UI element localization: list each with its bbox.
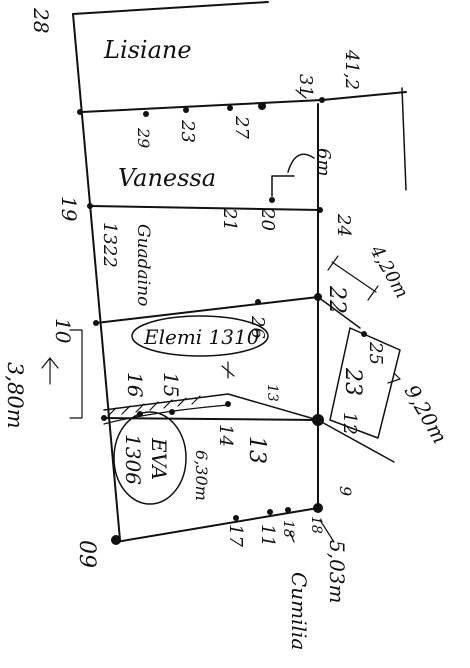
label-15: 15 xyxy=(159,372,183,397)
label-17: 17 xyxy=(225,524,246,547)
label-27: 27 xyxy=(231,115,252,139)
label-21: 21 xyxy=(219,207,240,231)
label-20: 20 xyxy=(257,207,278,231)
label-23-top: 23 xyxy=(177,119,198,143)
survey-points xyxy=(77,97,367,545)
label-12: 12 xyxy=(339,412,360,435)
label-23-mid: 23 xyxy=(340,367,365,396)
guadaino-label: Guadaino xyxy=(133,224,153,306)
boundary-lines xyxy=(41,1,407,543)
label-9: 9 xyxy=(336,486,355,496)
label-11: 11 xyxy=(257,524,278,547)
label-10: 10 xyxy=(51,318,75,344)
label-28: 28 xyxy=(29,7,53,33)
measure-5-03-label: 5,03m xyxy=(325,540,349,604)
elemi-label: Elemi 1310 xyxy=(143,325,260,349)
label-31: 31 xyxy=(295,74,316,97)
cumilia-label: Cumilia xyxy=(287,572,311,650)
measure-9-20-label: 9,20m xyxy=(400,381,453,448)
label-26: 26 xyxy=(247,315,268,339)
six-m-label: 6m xyxy=(313,148,334,177)
left-measure-label: 3,80m xyxy=(3,362,27,429)
label-25: 25 xyxy=(365,341,386,365)
label-18: 18 xyxy=(280,520,296,538)
label-18-small: 18 xyxy=(308,516,324,534)
label-22: 22 xyxy=(324,285,349,314)
label-16: 16 xyxy=(123,372,147,398)
label-19: 19 xyxy=(57,196,81,222)
lisiane-label: Lisiane xyxy=(103,36,192,64)
measure-4-20-label: 4,20m xyxy=(365,241,412,302)
label-13: 13 xyxy=(244,436,269,464)
label-1306: 1306 xyxy=(121,434,145,485)
label-13-small: 13 xyxy=(264,384,280,402)
label-1322: 1322 xyxy=(99,222,120,268)
eva-label: EVA xyxy=(147,437,171,480)
label-14: 14 xyxy=(215,424,236,447)
sketch-labels: 28 09 19 10 3,80m Lisiane 31 41,2 29 23 … xyxy=(3,7,452,650)
measure-6-30-label: 6,30m xyxy=(192,450,211,501)
label-09: 09 xyxy=(74,540,99,568)
label-29-sketch: 29 xyxy=(134,127,153,148)
label-24: 24 xyxy=(333,213,354,237)
label-41-2: 41,2 xyxy=(341,49,362,90)
vanessa-label: Vanessa xyxy=(118,164,216,192)
